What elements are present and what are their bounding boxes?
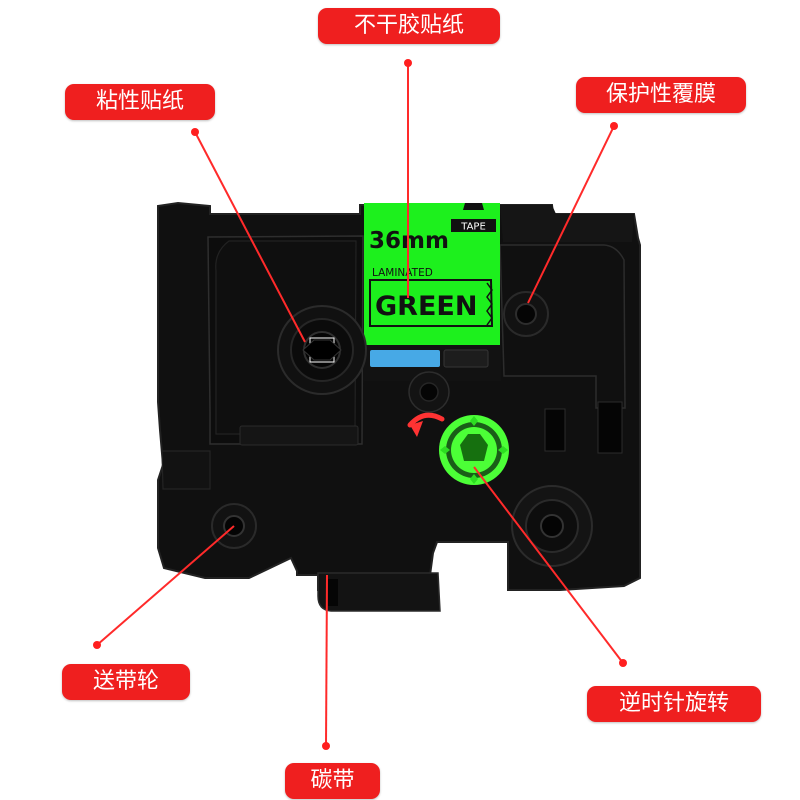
- callout-feed-wheel: 送带轮: [62, 664, 190, 700]
- tape-tag-box: [451, 219, 496, 232]
- lower-right-spool-inner: [540, 514, 564, 538]
- left-slot: [239, 425, 359, 446]
- callout-top-label: 不干胶贴纸: [353, 13, 464, 38]
- right-slot-a: [544, 408, 566, 452]
- pointer-dot-left-icon: [191, 128, 199, 136]
- laminated-text: LAMINATED: [372, 267, 433, 279]
- dark-window: [443, 349, 489, 368]
- callout-left-label: 粘性贴纸: [95, 89, 184, 114]
- pointer-line-ribbon: [325, 574, 328, 747]
- right-panel-outline: [499, 244, 626, 409]
- left-spool-cutout: [302, 339, 342, 361]
- callout-top: 不干胶贴纸: [318, 8, 500, 44]
- green-label-frame: [369, 279, 494, 327]
- blue-window: [370, 350, 440, 367]
- callout-left: 粘性贴纸: [65, 84, 215, 120]
- counterclockwise-arrow-icon: [407, 412, 445, 428]
- ribbon-outlet: [317, 572, 441, 612]
- top-label-mark: [463, 203, 484, 210]
- counterclockwise-arrowhead: [410, 421, 423, 437]
- callout-right: 保护性覆膜: [576, 77, 746, 113]
- pointer-line-right: [527, 125, 615, 304]
- callout-ribbon: 碳带: [285, 763, 380, 799]
- pointer-dot-right-icon: [610, 122, 618, 130]
- green-name-text: GREEN: [375, 291, 477, 322]
- callout-right-label: 保护性覆膜: [605, 82, 716, 107]
- pointer-dot-rotate-icon: [619, 659, 627, 667]
- pointer-dot-top-icon: [404, 59, 412, 67]
- callout-rotate-label: 逆时针旋转: [618, 691, 729, 716]
- right-slot-b: [597, 401, 623, 454]
- tape-tag-text: TAPE: [460, 222, 486, 233]
- green-gear-hub: [460, 434, 488, 461]
- lower-left-detail: [161, 450, 211, 490]
- callout-rotate: 逆时针旋转: [587, 686, 761, 722]
- right-spool-inner: [515, 303, 537, 325]
- pointer-dot-feed-icon: [93, 641, 101, 649]
- middle-boss-inner: [419, 382, 439, 402]
- pointer-line-rotate: [473, 466, 624, 664]
- zigzag-edge: [486, 282, 493, 326]
- pointer-dot-ribbon-icon: [322, 742, 330, 750]
- callout-ribbon-label: 碳带: [310, 768, 355, 793]
- pointer-line-left: [194, 131, 306, 343]
- pointer-line-feed: [96, 525, 235, 646]
- ribbon-outlet-slot: [328, 579, 338, 606]
- callout-feed-wheel-label: 送带轮: [92, 669, 159, 694]
